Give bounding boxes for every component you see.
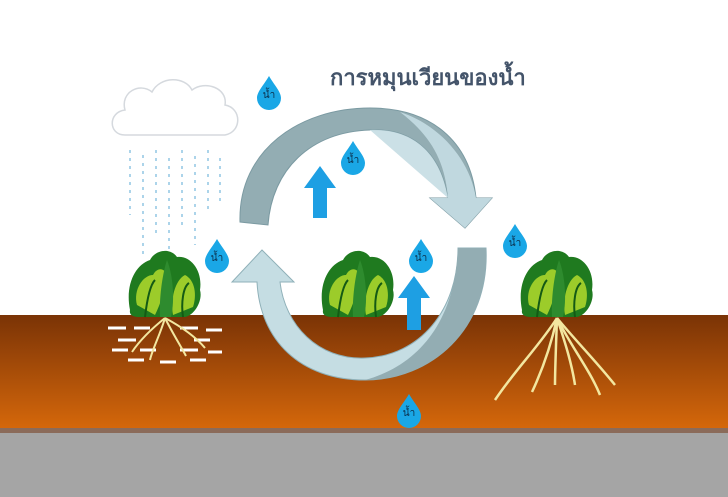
diagram-title: การหมุนเวียนของน้ำ [330, 66, 526, 91]
drop-label: น้ำ [509, 235, 521, 249]
cloud-icon [111, 79, 239, 136]
drop-label: น้ำ [347, 152, 359, 166]
cycle-arrow-bottom [230, 247, 487, 381]
plant-center-icon [320, 249, 395, 318]
water-drop-icon: น้ำ [257, 76, 281, 110]
water-drop-icon: น้ำ [409, 239, 433, 273]
absorption-arrow-icon [398, 276, 430, 330]
drop-label: น้ำ [211, 250, 223, 264]
rain-icon [129, 150, 221, 255]
soil-boundary [0, 428, 728, 433]
drop-label: น้ำ [415, 250, 427, 264]
bedrock-layer [0, 433, 728, 497]
water-drop-icon: น้ำ [397, 394, 421, 428]
drop-label: น้ำ [403, 405, 415, 419]
plant-right-icon [519, 249, 594, 318]
drop-label: น้ำ [263, 87, 275, 101]
water-drop-icon: น้ำ [341, 141, 365, 175]
water-drop-icon: น้ำ [205, 239, 229, 273]
right-plant-roots [493, 317, 616, 401]
plant-left-icon [127, 249, 202, 318]
left-plant-roots [131, 317, 206, 361]
evaporation-arrow-icon [304, 166, 336, 218]
water-drop-icon: น้ำ [503, 224, 527, 258]
cycle-arrow-top [239, 107, 494, 229]
